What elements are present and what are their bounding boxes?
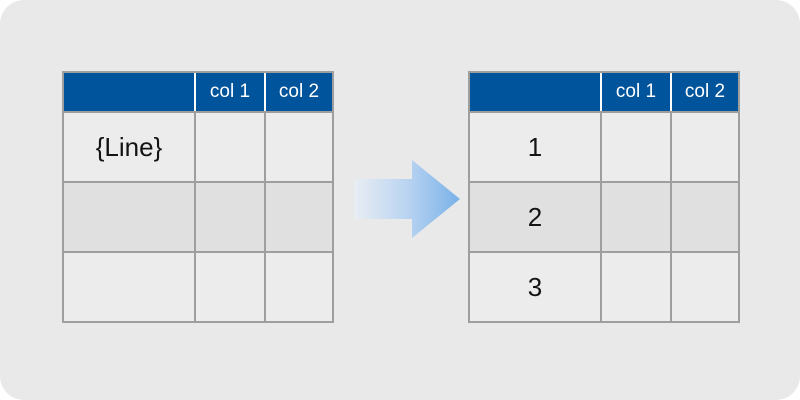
result-table-container: col 1 col 2 1 2 3 (468, 71, 740, 323)
data-cell (194, 251, 264, 321)
column-header-blank (470, 73, 600, 111)
column-header-col2: col 2 (264, 73, 332, 111)
table-row: 3 (470, 251, 738, 321)
data-cell (264, 181, 332, 251)
table-row (64, 181, 332, 251)
column-header-col1: col 1 (194, 73, 264, 111)
column-header-col1: col 1 (600, 73, 670, 111)
header-row: col 1 col 2 (64, 73, 332, 111)
data-cell (670, 111, 738, 181)
data-cell (194, 181, 264, 251)
data-cell (194, 111, 264, 181)
row-label-cell: 1 (470, 111, 600, 181)
row-label-cell (64, 181, 194, 251)
result-table: col 1 col 2 1 2 3 (468, 71, 740, 323)
row-label-cell: {Line} (64, 111, 194, 181)
template-table-container: col 1 col 2 {Line} (62, 71, 334, 323)
template-table: col 1 col 2 {Line} (62, 71, 334, 323)
data-cell (670, 181, 738, 251)
row-label-cell: 3 (470, 251, 600, 321)
row-label-cell (64, 251, 194, 321)
column-header-col2: col 2 (670, 73, 738, 111)
data-cell (264, 111, 332, 181)
table-row: 1 (470, 111, 738, 181)
data-cell (600, 251, 670, 321)
table-row: 2 (470, 181, 738, 251)
data-cell (600, 111, 670, 181)
right-arrow-icon (354, 160, 460, 238)
row-label-cell: 2 (470, 181, 600, 251)
column-header-blank (64, 73, 194, 111)
header-row: col 1 col 2 (470, 73, 738, 111)
table-row: {Line} (64, 111, 332, 181)
table-row (64, 251, 332, 321)
data-cell (670, 251, 738, 321)
data-cell (264, 251, 332, 321)
data-cell (600, 181, 670, 251)
